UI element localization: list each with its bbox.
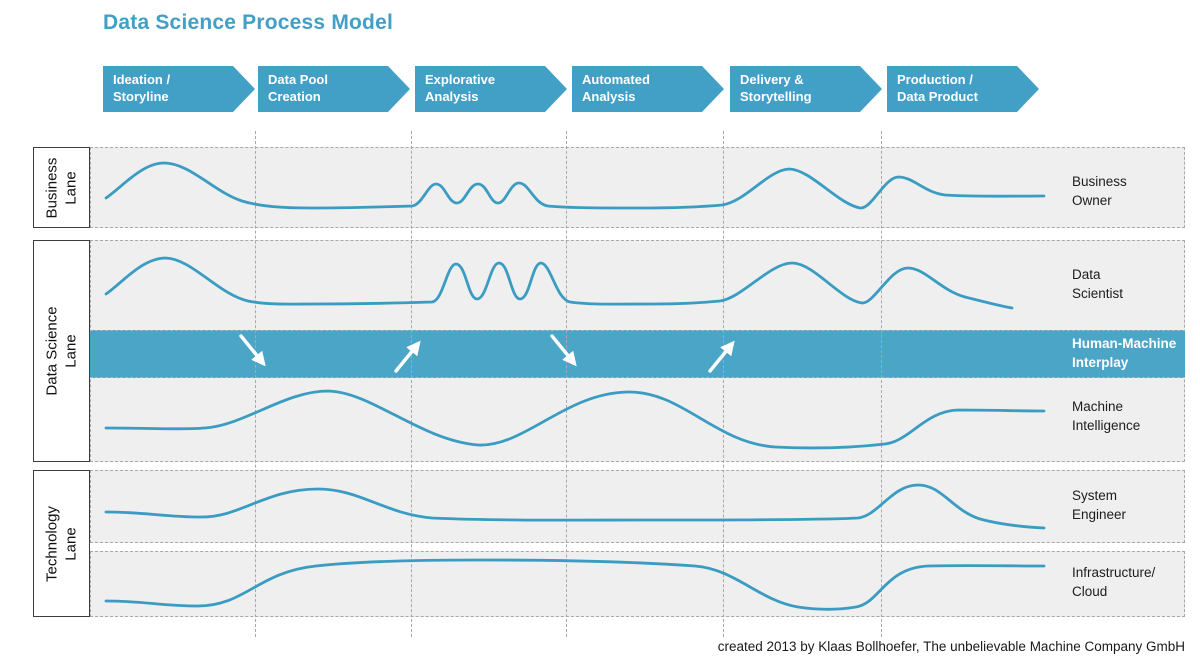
lane-data-science: Data Science Lane	[33, 240, 90, 462]
page-title: Data Science Process Model	[103, 11, 393, 34]
label-machine-intelligence: Machine Intelligence	[1072, 399, 1141, 433]
label-infrastructure-cloud: Infrastructure/ Cloud	[1072, 565, 1156, 599]
step-data-pool-creation: Data Pool Creation	[258, 66, 410, 112]
gridline	[255, 131, 256, 637]
lane-technology: Technology Lane	[33, 470, 90, 617]
credit-line: created 2013 by Klaas Bollhoefer, The un…	[717, 639, 1185, 654]
step-production-data-product: Production / Data Product	[887, 66, 1039, 112]
human-machine-interplay-band	[90, 330, 1185, 378]
lane-business-label: Business Lane	[42, 157, 79, 218]
label-human-machine-interplay: Human-Machine Interplay	[1072, 336, 1177, 370]
label-data-scientist: Data Scientist	[1072, 267, 1124, 301]
gridline	[881, 131, 882, 637]
gridline	[411, 131, 412, 637]
lane-technology-label: Technology Lane	[42, 505, 79, 582]
gridline	[566, 131, 567, 637]
label-system-engineer: System Engineer	[1072, 488, 1127, 522]
lane-business: Business Lane	[33, 147, 90, 228]
step-explorative-analysis: Explorative Analysis	[415, 66, 567, 112]
lane-data-science-label: Data Science Lane	[42, 306, 79, 396]
gridline	[723, 131, 724, 637]
step-automated-analysis: Automated Analysis	[572, 66, 724, 112]
label-business-owner: Business Owner	[1072, 174, 1127, 208]
step-ideation-storyline: Ideation / Storyline	[103, 66, 255, 112]
step-delivery-storytelling: Delivery & Storytelling	[730, 66, 882, 112]
